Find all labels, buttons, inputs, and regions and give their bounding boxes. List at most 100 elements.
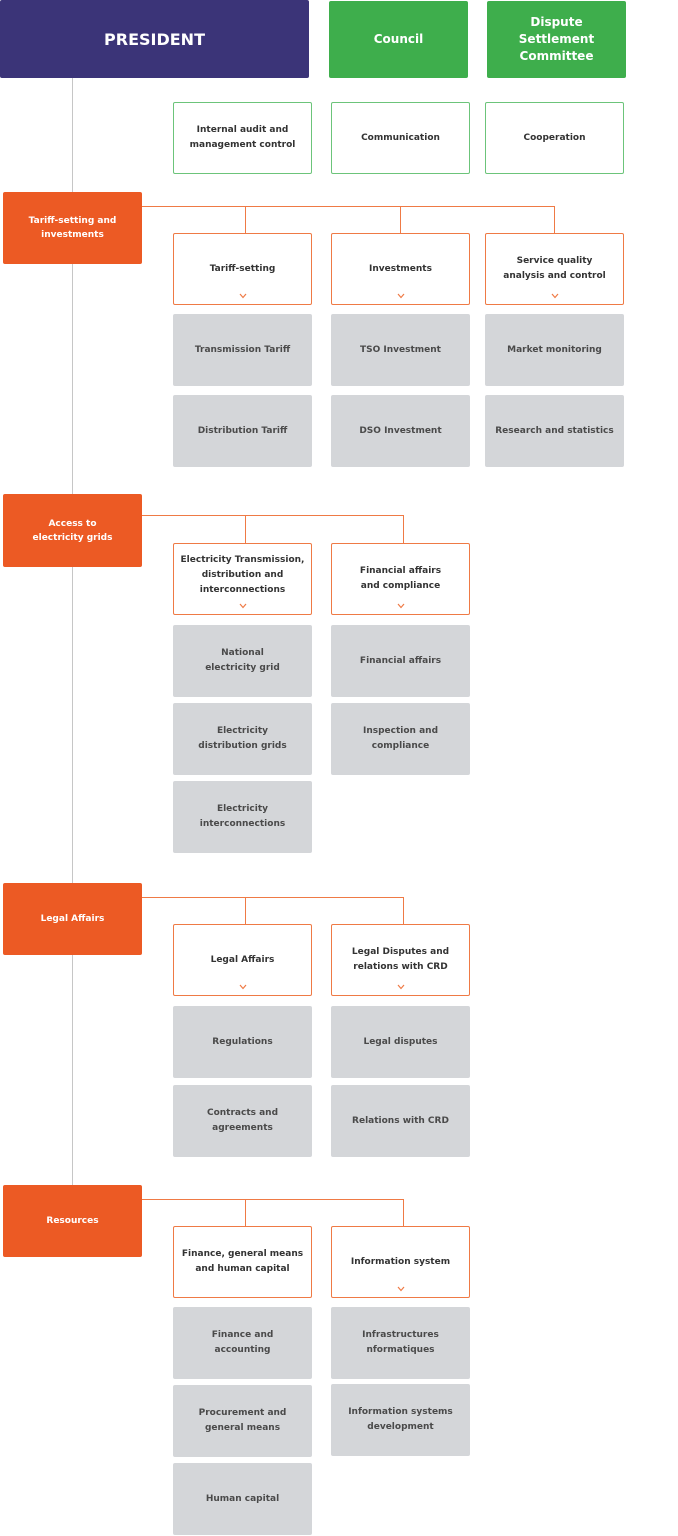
support-box-communication: Communication <box>331 102 470 174</box>
service-box: Inspection and compliance <box>331 703 470 775</box>
service-label: Market monitoring <box>507 344 602 355</box>
service-label: Regulations <box>212 1036 273 1047</box>
unit-connector <box>245 897 246 924</box>
council-box: Council <box>329 1 468 78</box>
service-label: Relations with CRD <box>352 1115 449 1126</box>
unit-connector <box>400 206 401 233</box>
chevron-down-icon <box>397 293 404 299</box>
service-box: Information systems development <box>331 1384 470 1456</box>
unit-tariff-setting[interactable]: Tariff-setting <box>173 233 312 305</box>
service-box: Finance and accounting <box>173 1307 312 1379</box>
unit-connector <box>403 897 404 924</box>
unit-investments[interactable]: Investments <box>331 233 470 305</box>
department-access-box[interactable]: Access to electricity grids <box>3 494 142 567</box>
unit-connector <box>245 206 246 233</box>
dispute-committee-box: Dispute Settlement Committee <box>487 1 626 78</box>
service-label: Procurement and general means <box>198 1408 287 1433</box>
service-box: Financial affairs <box>331 625 470 697</box>
unit-connector <box>245 515 246 543</box>
dept-connector <box>142 515 404 516</box>
service-label: Electricity interconnections <box>199 804 286 829</box>
service-label: Inspection and compliance <box>362 726 439 751</box>
department-label: Resources <box>46 1216 99 1226</box>
service-label: Research and statistics <box>495 425 614 436</box>
service-box: Infrastructures nformatiques <box>331 1307 470 1379</box>
unit-label: Legal Affairs <box>210 954 275 965</box>
service-label: Distribution Tariff <box>197 425 288 436</box>
service-label: Infrastructures nformatiques <box>362 1330 439 1355</box>
service-box: Procurement and general means <box>173 1385 312 1457</box>
department-label: Tariff-setting and investments <box>28 216 117 240</box>
service-label: National electricity grid <box>205 648 280 673</box>
service-box: Relations with CRD <box>331 1085 470 1157</box>
unit-label: Service quality analysis and control <box>503 256 606 281</box>
unit-finance-general-means[interactable]: Finance, general means and human capital <box>173 1226 312 1298</box>
unit-label: Finance, general means and human capital <box>181 1249 304 1274</box>
unit-label: Financial affairs and compliance <box>359 566 442 591</box>
support-label: Internal audit and management control <box>189 125 296 150</box>
unit-financial-affairs-compliance[interactable]: Financial affairs and compliance <box>331 543 470 615</box>
unit-service-quality[interactable]: Service quality analysis and control <box>485 233 624 305</box>
department-tariff-box[interactable]: Tariff-setting and investments <box>3 192 142 264</box>
service-label: Transmission Tariff <box>194 344 291 355</box>
unit-label: Investments <box>369 263 432 274</box>
service-box: DSO Investment <box>331 395 470 467</box>
chevron-down-icon <box>397 1286 404 1292</box>
support-label: Communication <box>361 132 440 143</box>
dept-connector <box>142 1199 404 1200</box>
support-box-audit: Internal audit and management control <box>173 102 312 174</box>
service-box: Research and statistics <box>485 395 624 467</box>
unit-connector <box>403 515 404 543</box>
service-box: Human capital <box>173 1463 312 1535</box>
dept-connector <box>142 897 404 898</box>
department-legal-box[interactable]: Legal Affairs <box>3 883 142 955</box>
service-box: Electricity interconnections <box>173 781 312 853</box>
service-label: DSO Investment <box>359 425 442 436</box>
chevron-down-icon <box>551 293 558 299</box>
unit-electricity-transmission[interactable]: Electricity Transmission, distribution a… <box>173 543 312 615</box>
service-box: Electricity distribution grids <box>173 703 312 775</box>
support-box-cooperation: Cooperation <box>485 102 624 174</box>
support-label: Cooperation <box>523 132 586 143</box>
department-label: Access to electricity grids <box>32 518 113 543</box>
service-label: Electricity distribution grids <box>198 726 287 751</box>
service-label: Contracts and agreements <box>206 1108 279 1133</box>
service-box: Regulations <box>173 1006 312 1078</box>
president-box: PRESIDENT <box>0 0 309 78</box>
chevron-down-icon <box>397 984 404 990</box>
service-label: TSO Investment <box>360 344 441 355</box>
council-label: Council <box>373 32 424 46</box>
chevron-down-icon <box>239 293 246 299</box>
chevron-down-icon <box>239 984 246 990</box>
unit-legal-affairs[interactable]: Legal Affairs <box>173 924 312 996</box>
dispute-committee-label: Dispute Settlement Committee <box>518 15 595 63</box>
service-box: National electricity grid <box>173 625 312 697</box>
service-label: Legal disputes <box>363 1036 438 1047</box>
unit-label: Electricity Transmission, distribution a… <box>180 554 305 595</box>
unit-connector <box>245 1199 246 1226</box>
department-resources-box[interactable]: Resources <box>3 1185 142 1257</box>
service-box: TSO Investment <box>331 314 470 386</box>
chevron-down-icon <box>239 603 246 609</box>
service-box: Market monitoring <box>485 314 624 386</box>
unit-label: Legal Disputes and relations with CRD <box>351 947 450 972</box>
service-box: Transmission Tariff <box>173 314 312 386</box>
service-label: Human capital <box>205 1493 280 1504</box>
service-box: Distribution Tariff <box>173 395 312 467</box>
president-label: PRESIDENT <box>104 29 205 49</box>
unit-label: Tariff-setting <box>209 263 276 274</box>
service-box: Legal disputes <box>331 1006 470 1078</box>
service-label: Finance and accounting <box>211 1330 274 1355</box>
president-spine-line <box>72 78 73 1186</box>
chevron-down-icon <box>397 603 404 609</box>
service-label: Information systems development <box>348 1407 453 1432</box>
unit-label: Information system <box>350 1256 451 1267</box>
service-label: Financial affairs <box>359 655 442 666</box>
unit-legal-disputes[interactable]: Legal Disputes and relations with CRD <box>331 924 470 996</box>
department-label: Legal Affairs <box>40 914 105 924</box>
unit-information-system[interactable]: Information system <box>331 1226 470 1298</box>
unit-connector <box>403 1199 404 1226</box>
dept-connector <box>142 206 555 207</box>
service-box: Contracts and agreements <box>173 1085 312 1157</box>
unit-connector <box>554 206 555 233</box>
